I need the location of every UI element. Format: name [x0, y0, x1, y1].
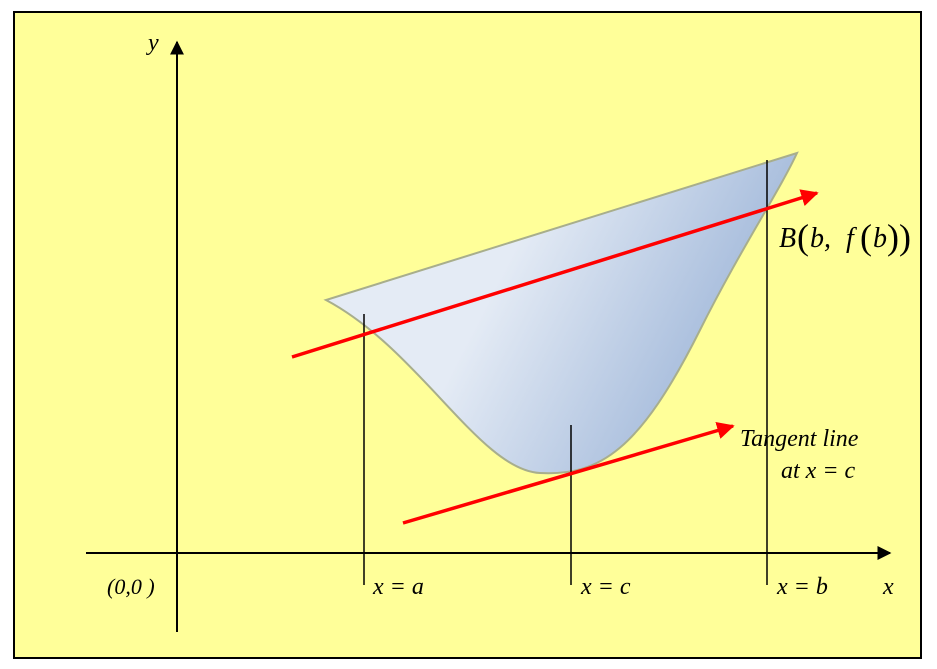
point-b-close-paren: )	[899, 217, 911, 257]
tangent-label-line1: Tangent line	[740, 426, 859, 452]
point-b-open-paren: (	[797, 217, 809, 257]
marker-label-b: x = b	[776, 574, 828, 600]
secant-line	[291, 189, 819, 359]
point-b-inner-open: (	[860, 217, 872, 257]
point-b-inner-close: )	[887, 217, 899, 257]
point-b-func: f	[846, 223, 857, 254]
curve-region	[323, 151, 799, 475]
tangent-line	[402, 422, 735, 525]
marker-label-c: x = c	[580, 574, 631, 600]
point-b-arg: b,	[810, 223, 831, 254]
tangent-label: Tangent line at x = c	[740, 426, 859, 484]
y-axis-label: y	[146, 30, 159, 56]
marker-label-a: x = a	[372, 574, 424, 600]
point-b-inner-arg: b	[873, 223, 887, 254]
tangent-label-line2: at x = c	[781, 458, 856, 484]
point-b-label: B ( b, f ( b ) )	[779, 217, 911, 257]
x-axis-label: x	[882, 574, 894, 600]
origin-label: (0,0 )	[107, 574, 155, 599]
point-b-name: B	[779, 223, 796, 254]
